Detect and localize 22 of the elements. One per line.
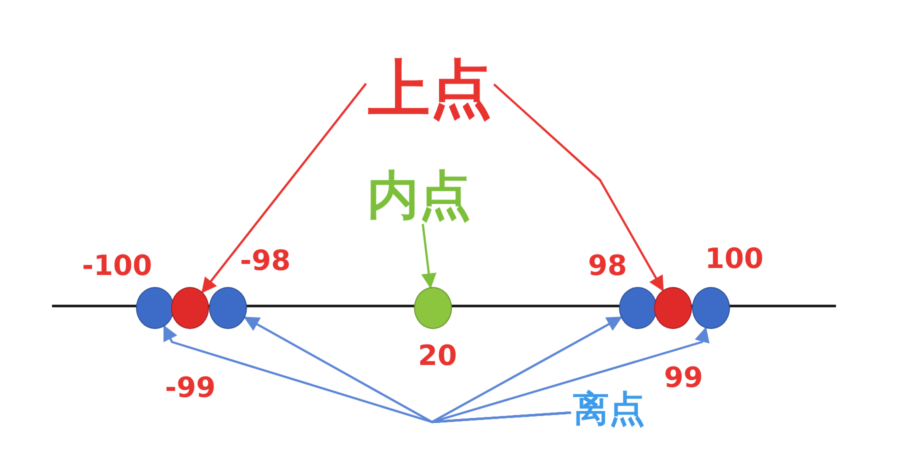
value-label: 100 (705, 245, 764, 273)
point-dot (654, 287, 692, 329)
point-type-label: 上点 (368, 58, 492, 120)
value-label: 99 (664, 364, 703, 392)
arrow (493, 83, 664, 292)
arrow (430, 326, 710, 424)
point-dot (171, 287, 209, 329)
arrow (421, 224, 436, 289)
arrow (201, 82, 367, 294)
value-label: -98 (240, 247, 291, 275)
point-dot (414, 287, 452, 329)
value-label: -100 (82, 252, 152, 280)
point-dot (136, 287, 174, 329)
value-label: 20 (418, 342, 457, 370)
point-dot (619, 287, 657, 329)
value-label: 98 (588, 252, 627, 280)
value-label: -99 (165, 374, 216, 402)
point-type-label: 离点 (573, 392, 645, 428)
point-dot (692, 287, 730, 329)
arrow (430, 316, 622, 424)
point-type-label: 内点 (367, 170, 471, 222)
point-dot (209, 287, 247, 329)
